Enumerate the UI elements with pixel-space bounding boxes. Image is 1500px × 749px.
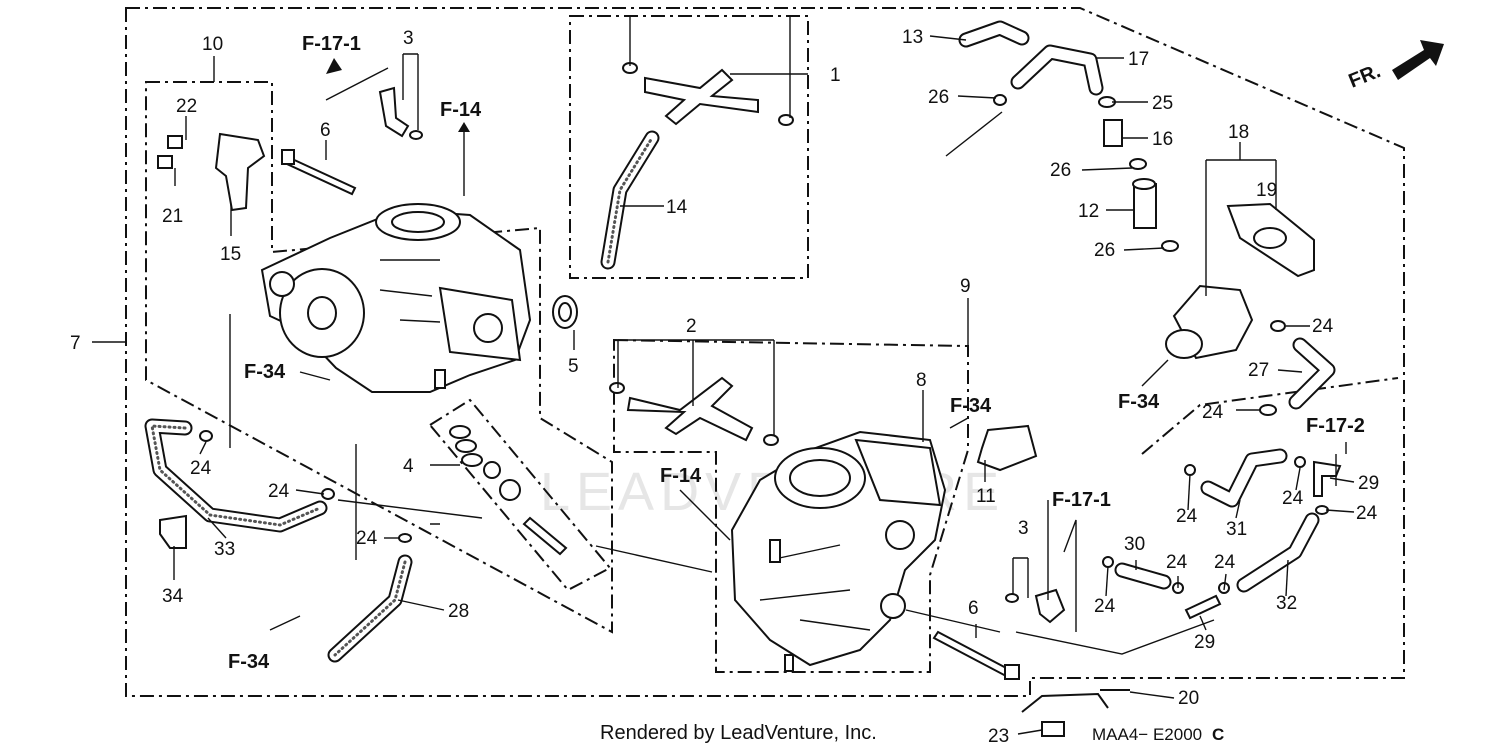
callout-19: 19 bbox=[1256, 180, 1277, 201]
ref-f34-right: F-34 bbox=[1118, 391, 1160, 413]
callout-23: 23 bbox=[988, 726, 1009, 747]
ref-f17-1-right: F-17-1 bbox=[1052, 489, 1111, 511]
footer-credit: Rendered by LeadVenture, Inc. bbox=[600, 722, 877, 744]
callout-33: 33 bbox=[214, 539, 235, 560]
callout-6b: 6 bbox=[968, 598, 979, 619]
ref-f17-2: F-17-2 bbox=[1306, 415, 1365, 437]
callout-29a: 29 bbox=[1358, 473, 1379, 494]
callout-11: 11 bbox=[976, 486, 996, 507]
callout-29b: 29 bbox=[1194, 632, 1215, 653]
callout-26b: 26 bbox=[1050, 160, 1071, 181]
elbow-3 bbox=[378, 86, 1066, 624]
callout-24f: 24 bbox=[1176, 506, 1198, 527]
hose-27 bbox=[1288, 337, 1336, 410]
diagram-border bbox=[125, 7, 1405, 697]
callout-24i: 24 bbox=[1166, 552, 1188, 573]
callout-26a: 26 bbox=[928, 87, 949, 108]
callout-20: 20 bbox=[1178, 688, 1199, 709]
callout-7: 7 bbox=[70, 333, 81, 354]
front-direction-arrow: FR. bbox=[1346, 40, 1444, 93]
callout-24c: 24 bbox=[356, 528, 378, 549]
group-hoses-right bbox=[1141, 377, 1399, 455]
callout-26c: 26 bbox=[1094, 240, 1115, 261]
ref-f34-left: F-34 bbox=[244, 361, 286, 383]
group-top-joint bbox=[569, 15, 809, 279]
small-fittings bbox=[159, 119, 1342, 713]
callout-10: 10 bbox=[202, 34, 223, 55]
callout-24a: 24 bbox=[190, 458, 212, 479]
callout-24h: 24 bbox=[1356, 503, 1378, 524]
callout-25: 25 bbox=[1152, 93, 1173, 114]
fuel-joint-middle bbox=[609, 376, 779, 446]
hose-33 bbox=[144, 418, 328, 533]
callout-22: 22 bbox=[176, 96, 197, 117]
callout-17: 17 bbox=[1128, 49, 1149, 70]
callout-24k: 24 bbox=[1094, 596, 1116, 617]
ref-f14-mid: F-14 bbox=[660, 465, 702, 487]
hose-17 bbox=[1010, 44, 1104, 96]
ref-f34-bottom: F-34 bbox=[228, 651, 270, 673]
hose-28 bbox=[327, 554, 413, 663]
leader-lines bbox=[92, 16, 1355, 735]
callout-9: 9 bbox=[960, 276, 971, 297]
callout-12: 12 bbox=[1078, 201, 1099, 222]
callout-1: 1 bbox=[830, 65, 841, 86]
hose-30 bbox=[1114, 562, 1172, 590]
front-label: FR. bbox=[1346, 60, 1384, 92]
callout-21: 21 bbox=[162, 206, 183, 227]
bracket-11 bbox=[976, 424, 1038, 472]
callout-24d: 24 bbox=[1312, 316, 1334, 337]
carburetor-rear bbox=[730, 430, 947, 672]
reference-labels: F-17-1 F-14 F-34 F-34 F-14 F-34 F-17-1 F… bbox=[228, 33, 1365, 673]
diagram-code: MAA4− E2000 bbox=[1092, 725, 1202, 744]
callout-28: 28 bbox=[448, 601, 469, 622]
group-left-carb bbox=[145, 81, 613, 634]
ref-f17-1-top: F-17-1 bbox=[302, 33, 361, 55]
callout-3b: 3 bbox=[1018, 518, 1029, 539]
spring-5 bbox=[552, 295, 578, 329]
hose-14 bbox=[600, 130, 660, 270]
callout-16: 16 bbox=[1152, 129, 1173, 150]
callout-8: 8 bbox=[916, 370, 927, 391]
bolts-and-screws bbox=[157, 135, 1065, 737]
callout-24b: 24 bbox=[268, 481, 290, 502]
callout-3a: 3 bbox=[403, 28, 414, 49]
callout-32: 32 bbox=[1276, 593, 1297, 614]
callout-24e: 24 bbox=[1202, 402, 1224, 423]
air-vent-valve-18 bbox=[1165, 202, 1315, 360]
callout-4: 4 bbox=[403, 456, 414, 477]
callout-31: 31 bbox=[1226, 519, 1247, 540]
jet-kit-4 bbox=[449, 425, 521, 501]
ref-f34-mid: F-34 bbox=[950, 395, 992, 417]
callout-24j: 24 bbox=[1214, 552, 1236, 573]
group-right-carb bbox=[613, 338, 969, 673]
part-callouts: 1 2 3 3 4 5 6 6 7 8 9 10 11 12 13 14 15 … bbox=[70, 27, 1379, 747]
callout-14: 14 bbox=[666, 197, 688, 218]
bracket-15 bbox=[214, 132, 266, 212]
carburetor-front bbox=[260, 203, 532, 393]
callout-15: 15 bbox=[220, 244, 241, 265]
callout-30: 30 bbox=[1124, 534, 1145, 555]
callout-24g: 24 bbox=[1282, 488, 1304, 509]
hose-32 bbox=[1236, 512, 1320, 593]
callout-6a: 6 bbox=[320, 120, 331, 141]
hose-13 bbox=[958, 20, 1030, 48]
diagram-code-suffix: C bbox=[1212, 725, 1224, 744]
callout-5: 5 bbox=[568, 356, 579, 377]
callout-34: 34 bbox=[162, 586, 184, 607]
callout-27: 27 bbox=[1248, 360, 1269, 381]
callout-18: 18 bbox=[1228, 122, 1249, 143]
fuel-joint-top bbox=[622, 62, 794, 126]
group-jet-kit bbox=[428, 398, 612, 592]
hose-31 bbox=[1200, 448, 1288, 508]
callout-2: 2 bbox=[686, 316, 697, 337]
callout-13: 13 bbox=[902, 27, 923, 48]
ref-f14-top: F-14 bbox=[440, 99, 482, 121]
